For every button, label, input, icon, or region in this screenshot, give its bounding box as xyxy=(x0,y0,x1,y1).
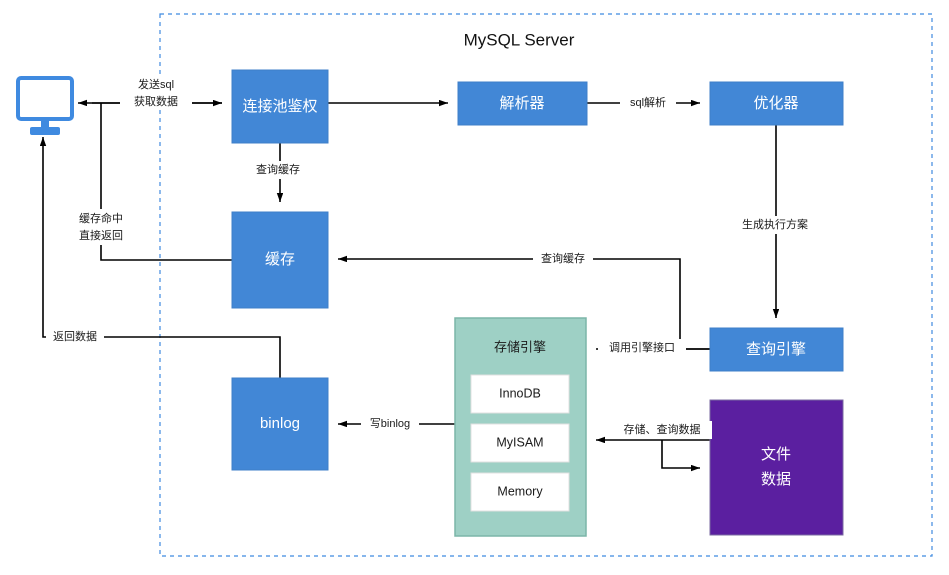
edge-label-return-data: 返回数据 xyxy=(46,328,104,346)
edge-label-send-sql: 发送sql 获取数据 xyxy=(120,74,192,110)
storage-engine-myisam-label: MyISAM xyxy=(496,435,543,449)
edge-label-store-query-text: 存储、查询数据 xyxy=(624,422,701,436)
storage-engine-innodb-label: InnoDB xyxy=(499,386,541,400)
boundary-title: MySQL Server xyxy=(464,30,575,49)
node-cache-label: 缓存 xyxy=(265,251,295,268)
node-file-data[interactable]: 文件 数据 xyxy=(709,399,844,536)
edge-label-store-query: 存储、查询数据 xyxy=(612,421,712,439)
edge-label-sql-parse-text: sql解析 xyxy=(630,95,666,109)
storage-engine-innodb[interactable]: InnoDB xyxy=(470,374,570,414)
edge-label-sql-parse: sql解析 xyxy=(620,94,676,112)
node-parser-label: 解析器 xyxy=(499,95,544,112)
node-cache[interactable]: 缓存 xyxy=(231,211,329,309)
node-binlog-label: binlog xyxy=(260,415,300,432)
mysql-server-boundary xyxy=(159,13,933,557)
storage-engine-memory[interactable]: Memory xyxy=(470,472,570,512)
edge-label-gen-plan-text: 生成执行方案 xyxy=(742,217,808,231)
edge-label-cache-hit: 缓存命中 直接返回 xyxy=(66,209,132,245)
node-optimizer-label: 优化器 xyxy=(753,95,798,112)
edge-label-gen-plan: 生成执行方案 xyxy=(730,216,820,234)
node-optimizer[interactable]: 优化器 xyxy=(709,81,844,126)
node-file-data-line1: 文件 xyxy=(761,446,791,463)
edge-label-call-engine-text: 调用引擎接口 xyxy=(609,340,675,354)
edge-label-write-binlog: 写binlog xyxy=(361,415,419,433)
edge-storage-to-filedata xyxy=(661,440,700,472)
edge-label-send-sql-line1: 发送sql xyxy=(138,77,174,91)
edge-label-query-cache-return-text: 查询缓存 xyxy=(541,251,585,265)
edge-label-cache-hit-line1: 缓存命中 xyxy=(79,211,123,225)
edge-cache-hit-to-client xyxy=(100,103,232,261)
node-query-engine-label: 查询引擎 xyxy=(746,341,806,358)
node-file-data-line2: 数据 xyxy=(761,471,791,488)
node-parser[interactable]: 解析器 xyxy=(457,81,588,126)
edge-label-cache-hit-line2: 直接返回 xyxy=(79,228,123,242)
edge-label-send-sql-line2: 获取数据 xyxy=(134,94,178,108)
storage-engine-myisam[interactable]: MyISAM xyxy=(470,423,570,463)
monitor-icon[interactable] xyxy=(16,76,74,135)
edge-binlog-to-client xyxy=(39,137,281,378)
edge-label-write-binlog-text: 写binlog xyxy=(370,418,410,430)
node-storage-engine[interactable]: 存储引擎 InnoDB MyISAM Memory xyxy=(454,317,587,537)
edge-label-call-engine: 调用引擎接口 xyxy=(598,339,686,357)
edge-label-query-cache-down: 查询缓存 xyxy=(248,161,308,179)
storage-engine-memory-label: Memory xyxy=(497,484,543,498)
node-query-engine[interactable]: 查询引擎 xyxy=(709,327,844,372)
edge-label-query-cache-down-text: 查询缓存 xyxy=(256,162,300,176)
node-conn-pool[interactable]: 连接池鉴权 xyxy=(231,69,329,144)
node-conn-pool-label: 连接池鉴权 xyxy=(242,98,317,115)
edge-label-return-data-text: 返回数据 xyxy=(53,329,97,343)
edge-label-query-cache-return: 查询缓存 xyxy=(533,250,593,268)
node-binlog[interactable]: binlog xyxy=(231,377,329,471)
node-storage-engine-label: 存储引擎 xyxy=(494,339,546,354)
